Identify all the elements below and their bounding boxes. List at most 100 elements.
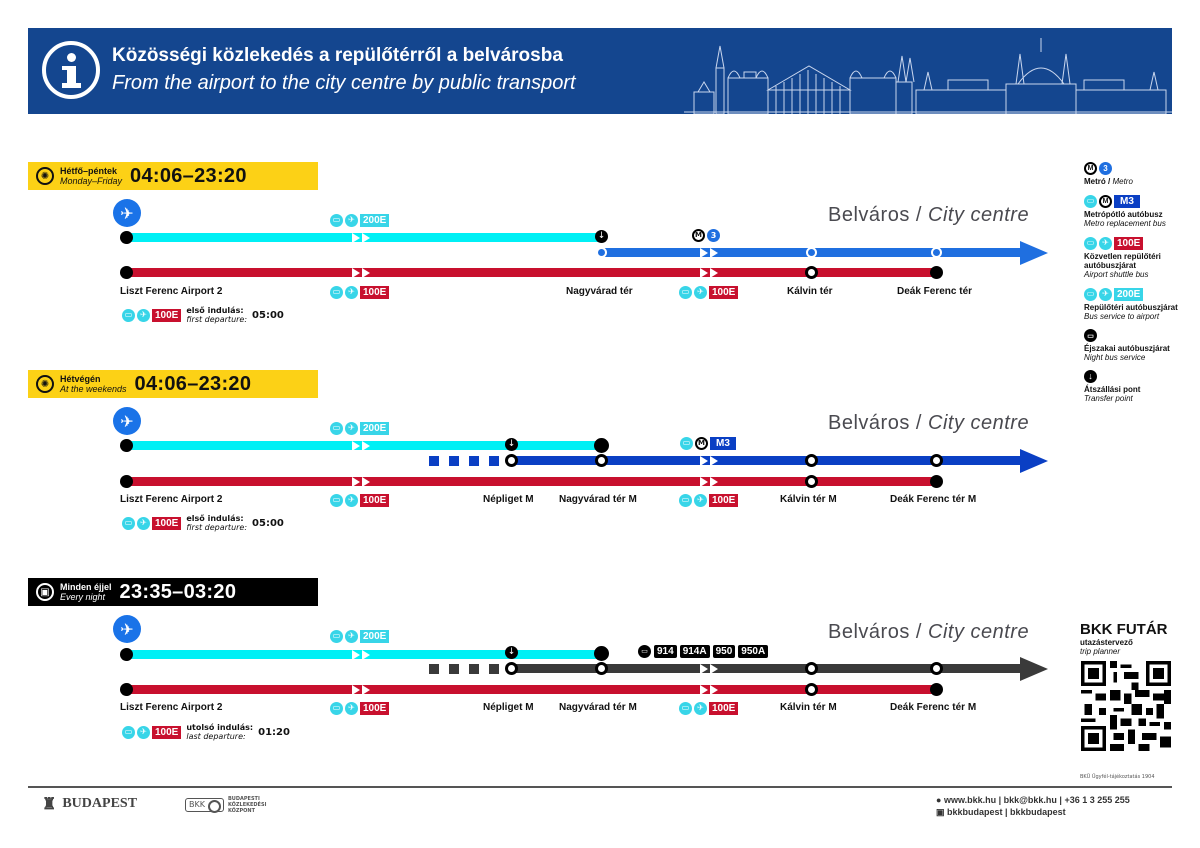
bus-icon: ▭: [1084, 236, 1097, 250]
direction-chevron-icon: [700, 268, 708, 278]
route-tag-200E: ▭✈ 200E: [330, 629, 390, 643]
line-100E: [126, 685, 936, 694]
route-tag-100E: ▭✈ 100E: [330, 701, 390, 715]
stop-dot: [505, 454, 518, 467]
stop-dot: [120, 648, 133, 661]
route-tag-100E: ▭✈ 100E: [330, 493, 390, 507]
plane-icon: ✈: [1099, 287, 1112, 301]
direction-chevron-icon: [700, 664, 708, 674]
plane-icon: ✈: [1099, 236, 1112, 250]
direction-chevron-icon: [710, 248, 718, 258]
dashed-segment: [429, 664, 439, 674]
city-centre-label: Belváros / City centre: [828, 204, 1030, 226]
schedule-badge-weekday: ✺ Hétfő–péntek Monday–Friday 04:06–23:20: [28, 162, 318, 190]
stop-dot: [505, 662, 518, 675]
direction-chevron-icon: [362, 685, 370, 695]
qr-code-icon[interactable]: [1081, 661, 1171, 751]
direction-chevron-icon: [700, 456, 708, 466]
line-replacement-m3: [512, 456, 1022, 465]
transfer-icon: ↓: [505, 646, 518, 659]
city-centre-label: Belváros / City centre: [828, 412, 1030, 434]
direction-chevron-icon: [352, 685, 360, 695]
bus-icon: ▭: [330, 213, 343, 227]
bus-icon: ▭: [680, 436, 693, 450]
bus-icon: ▭: [330, 701, 343, 715]
stop-dot: [120, 439, 133, 452]
dashed-segment: [429, 456, 439, 466]
airport-plane-icon: ✈: [113, 199, 141, 227]
transfer-icon: ↓: [505, 438, 518, 451]
stop-dot: [805, 662, 818, 675]
stop-dot: [930, 454, 943, 467]
airport-plane-icon: ✈: [113, 615, 141, 643]
stop-dot: [120, 475, 133, 488]
metro-icon: M: [692, 228, 705, 242]
contact-links[interactable]: www.bkk.hu | bkk@bkk.hu | +36 1 3 255 25…: [943, 795, 1130, 805]
route-tag-100E: ▭✈ 100E: [679, 285, 739, 299]
plane-icon: ✈: [345, 701, 358, 715]
bus-icon: ▭: [679, 285, 692, 299]
direction-chevron-icon: [700, 248, 708, 258]
legend-item-airport-bus: ▭✈200E Repülőtéri autóbuszjárat Bus serv…: [1084, 287, 1178, 321]
stop-dot: [596, 247, 607, 258]
legend-item-airport-shuttle: ▭✈100E Közvetlen repülőtéri autóbuszjára…: [1084, 236, 1161, 279]
stop-dot: [930, 662, 943, 675]
direction-chevron-icon: [710, 685, 718, 695]
direction-chevron-icon: [700, 477, 708, 487]
stop-label: Népliget M: [483, 702, 534, 713]
night-bus-icon: ▭: [638, 644, 651, 658]
print-note: BKÜ Ügyfél-tájékoztatás 1904: [1080, 774, 1155, 780]
social-handles[interactable]: bkkbudapest | bkkbudapest: [947, 807, 1066, 817]
budapest-logo: ♜ BUDAPEST: [42, 796, 138, 813]
stop-dot: [594, 438, 609, 453]
futar-block: BKK FUTÁR utazástervező trip planner: [1080, 621, 1168, 656]
bus-icon: ▭: [330, 421, 343, 435]
night-bus-routes: ▭ 914 914A 950 950A: [638, 644, 769, 658]
title-en: From the airport to the city centre by p…: [112, 72, 576, 94]
stop-dot: [805, 683, 818, 696]
stop-label: Nagyvárad tér: [566, 286, 633, 297]
dashed-segment: [469, 456, 479, 466]
arrow-head-icon: [1020, 241, 1048, 265]
route-tag-200E: ▭✈ 200E: [330, 213, 390, 227]
city-centre-label: Belváros / City centre: [828, 621, 1030, 643]
bus-icon: ▭: [330, 629, 343, 643]
direction-chevron-icon: [362, 441, 370, 451]
stop-dot: [120, 683, 133, 696]
dashed-segment: [489, 456, 499, 466]
transfer-icon: ↓: [595, 230, 608, 243]
first-departure: ▭✈100E első indulás:first departure: 05:…: [122, 306, 284, 324]
stop-label: Nagyvárad tér M: [559, 702, 637, 713]
info-icon: [42, 41, 100, 99]
arrow-head-icon: [1020, 449, 1048, 473]
plane-icon: ✈: [137, 725, 150, 739]
metro-icon: M: [695, 436, 708, 450]
contact-info: ● www.bkk.hu | bkk@bkk.hu | +36 1 3 255 …: [936, 794, 1130, 818]
legend-item-transfer: ↓ Átszállási pont Transfer point: [1084, 370, 1141, 403]
plane-icon: ✈: [137, 516, 150, 530]
night-bus-icon: ▣: [36, 583, 54, 601]
sun-icon: ✺: [36, 375, 54, 393]
stop-label: Kálvin tér M: [780, 702, 837, 713]
plane-icon: ✈: [345, 493, 358, 507]
stop-dot: [805, 266, 818, 279]
metro-icon: M: [1084, 162, 1097, 175]
stop-label: Deák Ferenc tér: [897, 286, 973, 297]
bus-icon: ▭: [330, 493, 343, 507]
direction-chevron-icon: [710, 664, 718, 674]
stop-dot: [594, 646, 609, 661]
bus-icon: ▭: [122, 308, 135, 322]
stop-label: Liszt Ferenc Airport 2: [120, 494, 223, 505]
stop-dot: [806, 247, 817, 258]
service-hours: 23:35–03:20: [119, 580, 237, 603]
service-hours: 04:06–23:20: [130, 164, 247, 187]
m3-icon: 3: [1099, 162, 1112, 175]
stop-dot: [120, 266, 133, 279]
bus-icon: ▭: [122, 725, 135, 739]
bus-icon: ▭: [679, 493, 692, 507]
stop-dot: [120, 231, 133, 244]
legend-item-night-bus: ▭ Éjszakai autóbuszjárat Night bus servi…: [1084, 329, 1194, 362]
replacement-m3-tag: ▭M M3: [680, 436, 736, 450]
direction-chevron-icon: [362, 268, 370, 278]
direction-chevron-icon: [352, 268, 360, 278]
